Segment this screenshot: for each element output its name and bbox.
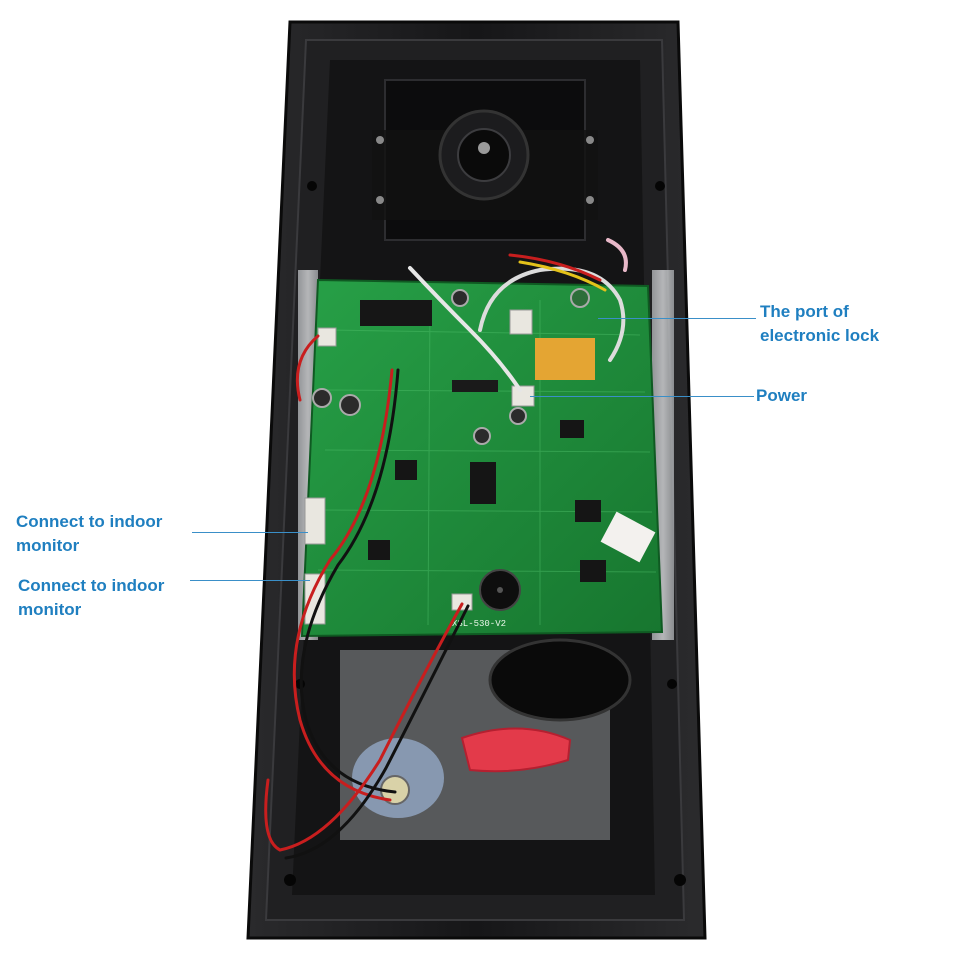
indoor-monitor-1-label-line1: Connect to indoor (16, 512, 163, 531)
camera-module (372, 79, 598, 241)
indoor-monitor-1-leader-line (192, 532, 308, 533)
speaker-compartment (340, 638, 632, 840)
indoor-monitor-2-leader-line (190, 580, 310, 581)
lock-port-label-line1: The port of (760, 302, 849, 321)
wiring (264, 238, 628, 860)
indoor-monitor-2-label-line2: monitor (18, 600, 82, 619)
lock-port-label: The port of electronic lock (760, 300, 879, 348)
indoor-monitor-1-label-line2: monitor (16, 536, 80, 555)
indoor-monitor-1-label: Connect to indoor monitor (16, 510, 162, 558)
lock-port-label-line2: electronic lock (760, 326, 880, 345)
power-leader-line (530, 396, 754, 397)
indoor-monitor-2-label: Connect to indoor monitor (18, 574, 164, 622)
circuit-board: XSL-530-V2 (300, 278, 664, 638)
power-label: Power (756, 384, 807, 408)
board-silkscreen-label: XSL-530-V2 (452, 619, 506, 629)
power-label-text: Power (756, 386, 808, 405)
lock-port-leader-line (598, 318, 756, 319)
indoor-monitor-2-label-line1: Connect to indoor (18, 576, 165, 595)
